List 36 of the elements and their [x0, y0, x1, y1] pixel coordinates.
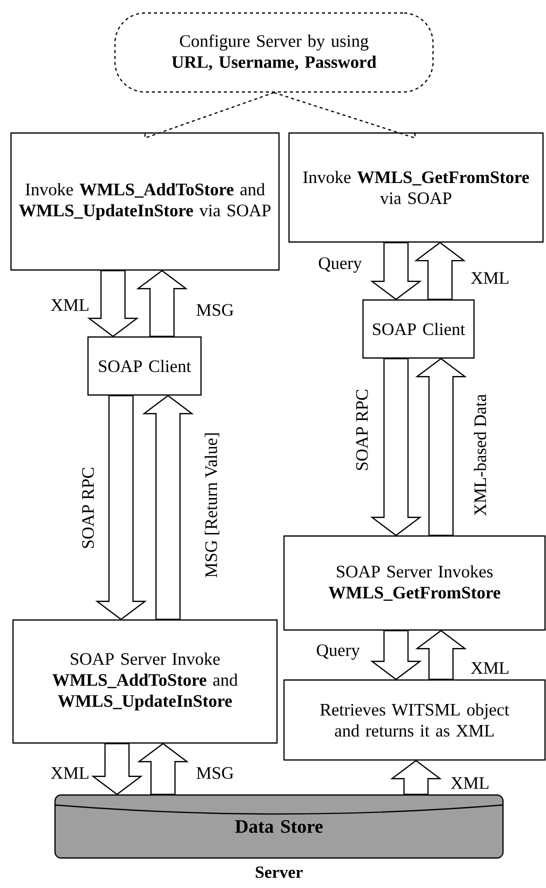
block-arrow [91, 743, 143, 796]
edge-label: SOAP RPC [81, 466, 95, 550]
block-arrow [414, 242, 466, 300]
edge-label: XML [450, 776, 490, 790]
block-arrow [137, 742, 189, 795]
connector-line [274, 92, 416, 139]
process-box: Invoke WMLS_GetFromStore via SOAP [288, 132, 544, 243]
edge-label: MSG [Return Value] [204, 431, 220, 579]
block-arrow [390, 760, 442, 795]
connector-line [144, 92, 274, 139]
process-box: Retrieves WITSML object and returns it as XML [283, 679, 546, 761]
edge-label: MSG [195, 766, 235, 780]
edge-label: XML [470, 271, 510, 285]
process-box: Invoke WMLS_AddToStore and WMLS_UpdateInStore via SOAP [10, 132, 280, 271]
block-arrow [370, 630, 422, 680]
edge-label: MSG [195, 303, 235, 317]
edge-label: XML-based Data [472, 393, 488, 517]
node-label: Server [256, 866, 303, 878]
edge-label: XML [50, 298, 90, 312]
process-box: SOAP Server Invokes WMLS_GetFromStore [283, 535, 546, 631]
block-arrow [415, 358, 467, 536]
process-box: SOAP Client [362, 299, 475, 359]
block-arrow [415, 630, 467, 680]
process-box: SOAP Client [87, 336, 202, 396]
block-arrow [136, 270, 188, 337]
edge-label: Query [317, 256, 363, 274]
edge-label: SOAP RPC [355, 388, 369, 472]
edge-label: XML [50, 766, 90, 780]
block-arrow [370, 358, 422, 536]
edge-label: Query [315, 643, 361, 661]
block-arrow [142, 394, 194, 620]
block-arrow [95, 395, 147, 620]
process-box: SOAP Server Invoke WMLS_AddToStore and WMLS_UpdateInStore [12, 619, 278, 744]
block-arrow [370, 242, 422, 300]
edge-label: XML [470, 661, 510, 675]
block-arrow [87, 270, 139, 338]
